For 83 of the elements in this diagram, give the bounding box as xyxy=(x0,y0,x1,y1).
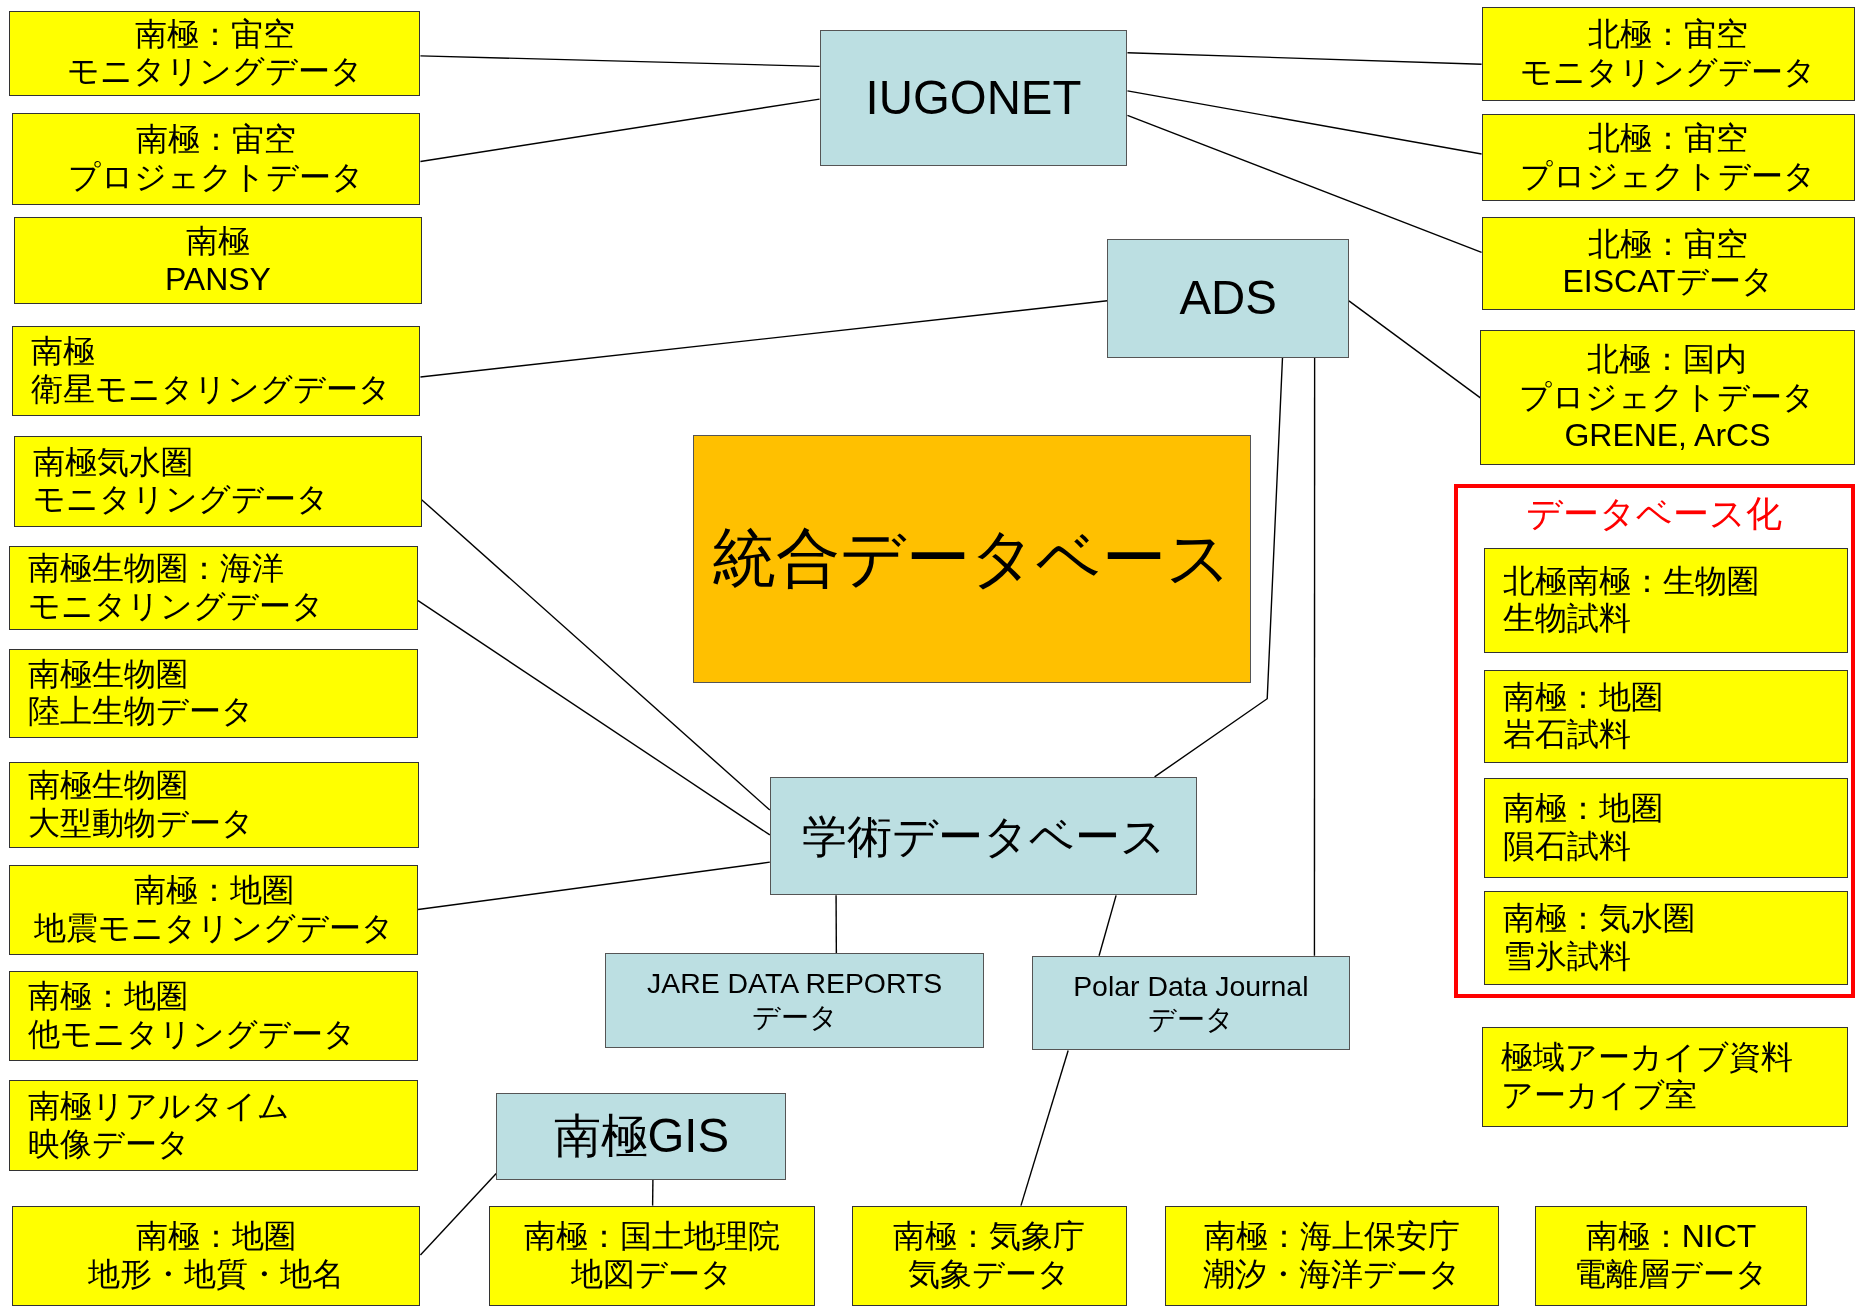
node-label: 南極：地圏岩石試料 xyxy=(1502,678,1663,755)
data-box xyxy=(1480,330,1855,466)
group-heading: データベース化 xyxy=(1526,494,1783,537)
data-box xyxy=(9,761,420,848)
node-label: 北極南極：生物圏生物試料 xyxy=(1502,562,1759,639)
node-label: 北極：宙空プロジェクトデータ xyxy=(1520,119,1817,196)
node-label: ADS xyxy=(1179,270,1277,327)
data-box xyxy=(1165,1205,1500,1307)
node-label: 南極 PANSY xyxy=(163,222,272,299)
node-label: JARE DATA REPORTS データ xyxy=(646,967,944,1035)
data-box xyxy=(851,1205,1128,1307)
data-box xyxy=(1483,670,1848,763)
database-box xyxy=(769,776,1198,896)
connector-line xyxy=(419,1172,497,1256)
data-box xyxy=(9,10,421,96)
connector-line xyxy=(1126,114,1483,253)
node-label: IUGONET xyxy=(865,69,1082,126)
connector-line xyxy=(651,1178,654,1207)
database-box xyxy=(1031,955,1351,1051)
data-box xyxy=(9,1080,419,1172)
node-label: 南極：宙空モニタリングデータ xyxy=(66,15,363,91)
data-box xyxy=(1481,1026,1848,1128)
node-label: 南極：気水圏雪氷試料 xyxy=(1502,900,1695,976)
connector-line xyxy=(1153,356,1284,778)
node-label: 南極衛星モニタリングデータ xyxy=(30,332,391,409)
data-box xyxy=(1481,113,1855,202)
data-box xyxy=(9,649,419,738)
node-label: 南極GIS xyxy=(553,1108,730,1165)
connector-line xyxy=(417,599,771,836)
node-label: 南極生物圏陸上生物データ xyxy=(28,655,255,732)
connector-line xyxy=(419,300,1109,378)
node-label: 北極：宙空 EISCATデータ xyxy=(1561,225,1775,302)
data-box xyxy=(1534,1205,1808,1307)
node-label: 南極：地圏地形・地質・地名 xyxy=(88,1218,345,1294)
data-box xyxy=(11,112,421,205)
data-box xyxy=(1481,216,1855,311)
node-label: 北極：宙空モニタリングデータ xyxy=(1520,16,1817,92)
database-box xyxy=(1107,239,1349,358)
connector-line xyxy=(420,498,771,811)
node-label: 南極気水圏モニタリングデータ xyxy=(33,443,330,520)
connector-line xyxy=(1126,52,1483,65)
data-box xyxy=(14,216,422,305)
node-label: 南極：宙空プロジェクトデータ xyxy=(68,120,365,197)
data-box xyxy=(11,1205,421,1307)
connector-line xyxy=(1126,90,1483,155)
data-box xyxy=(1481,7,1855,101)
data-box xyxy=(14,435,422,527)
data-box xyxy=(9,864,419,955)
node-label: 統合データベース xyxy=(711,521,1232,597)
node-label: 南極：地圏他モニタリングデータ xyxy=(28,978,357,1054)
data-box xyxy=(489,1205,815,1307)
node-label: 南極：NICT 電離層データ xyxy=(1573,1218,1770,1294)
data-box xyxy=(1483,890,1848,986)
data-box xyxy=(9,971,419,1062)
node-label: 南極リアルタイム映像データ xyxy=(28,1087,291,1164)
connector-line xyxy=(419,98,821,163)
node-label: 南極：地圏地震モニタリングデータ xyxy=(33,871,394,948)
node-label: 南極生物圏：海洋モニタリングデータ xyxy=(28,550,325,626)
data-box xyxy=(1483,548,1848,653)
node-label: 極域アーカイブ資料アーカイブ室 xyxy=(1500,1039,1793,1115)
data-box xyxy=(9,545,419,631)
connector-line xyxy=(1020,1049,1069,1207)
connector-line xyxy=(835,894,838,955)
connector-line xyxy=(1348,300,1482,399)
connector-line xyxy=(1313,356,1316,957)
connector-line xyxy=(419,55,821,68)
node-label: Polar Data Journal データ xyxy=(1072,969,1310,1037)
node-label: 南極生物圏大型動物データ xyxy=(28,767,255,843)
node-label: 南極：国土地理院地図データ xyxy=(523,1218,780,1294)
data-box xyxy=(1483,778,1848,878)
database-box xyxy=(819,29,1128,166)
group-frame xyxy=(1454,484,1855,999)
node-label: 学術データベース xyxy=(801,809,1166,863)
connector-line xyxy=(417,861,771,911)
node-label: 南極：海上保安庁潮汐・海洋データ xyxy=(1203,1218,1462,1294)
database-box xyxy=(605,953,985,1049)
connector-line xyxy=(1098,894,1117,957)
database-box xyxy=(496,1093,787,1180)
node-label: 南極：気象庁気象データ xyxy=(893,1218,1086,1294)
node-label: 北極：国内プロジェクトデータ GRENE, ArCS xyxy=(1518,341,1817,455)
data-box xyxy=(11,325,421,416)
integrated-database-box xyxy=(692,434,1251,684)
node-label: 南極：地圏隕石試料 xyxy=(1502,790,1663,866)
